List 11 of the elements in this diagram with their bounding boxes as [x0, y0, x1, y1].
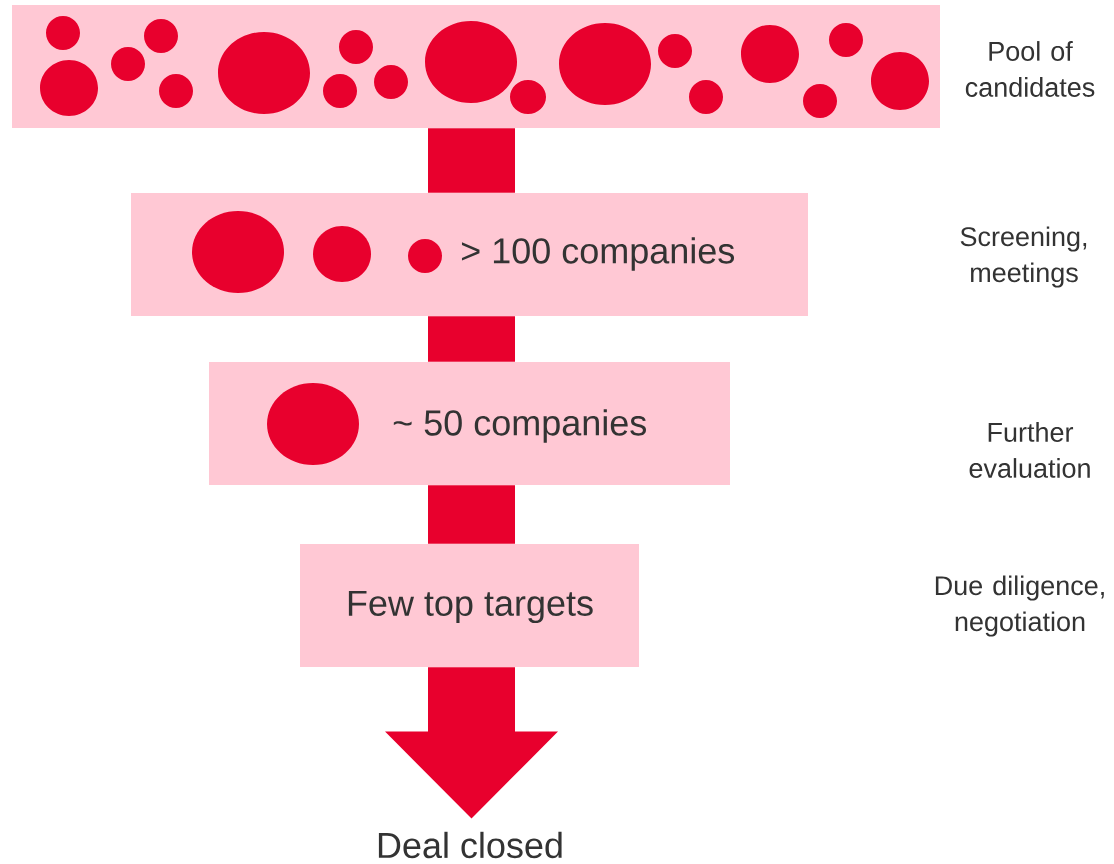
outcome-label: Deal closed — [378, 831, 562, 859]
stage-label: Pool of candidates — [965, 41, 1095, 97]
stage-band: ~ 50 companies — [209, 362, 730, 485]
funnel-arrow — [385, 667, 558, 819]
stage-label: Due diligence, negotiation — [935, 575, 1104, 637]
funnel-arrow — [428, 485, 515, 544]
funnel-arrow — [428, 316, 515, 362]
funnel-arrow — [428, 128, 515, 193]
stage-label: Further evaluation — [969, 422, 1090, 478]
stage-band: Few top targets — [300, 544, 639, 667]
stage-label: Screening, meetings — [960, 226, 1087, 288]
